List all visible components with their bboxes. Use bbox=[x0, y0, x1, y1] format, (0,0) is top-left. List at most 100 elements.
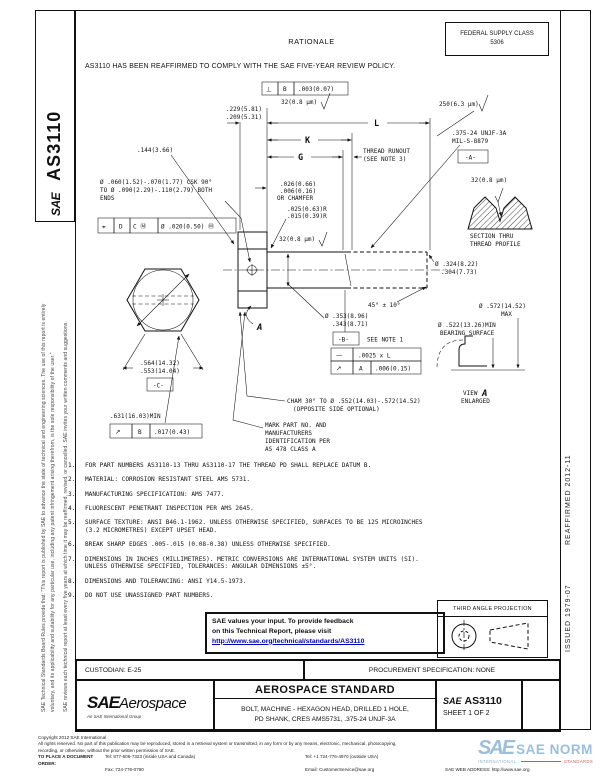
head-thickness-max: .229(5.81) bbox=[226, 106, 262, 113]
fcf-runout-a-tolerance: .006(0.15) bbox=[375, 366, 411, 373]
datum-c-flag: -C- bbox=[153, 383, 164, 390]
end-chamfer-angle: 45° ± 10° bbox=[368, 286, 427, 309]
aerospace-logo-text: Aerospace bbox=[118, 694, 187, 712]
bearing-label: BEARING SURFACE bbox=[440, 330, 495, 337]
marking-note: MARK PART NO. AND MANUFACTURERS IDENTIFI… bbox=[232, 311, 330, 453]
shank-diameter-dim: Ø .353(8.96) .343(8.71) bbox=[286, 253, 368, 328]
federal-supply-class-box: FEDERAL SUPPLY CLASS 5306 bbox=[445, 22, 549, 56]
doc-number-label: AS3110 bbox=[44, 110, 64, 181]
surface-finish-value: 32(0.8 μm) bbox=[281, 99, 317, 106]
order-label: TO PLACE A DOCUMENT ORDER: bbox=[38, 754, 94, 766]
undercut-note: .026(0.66) .006(0.16) OR CHAMFER bbox=[255, 181, 316, 202]
hex-head-end-view bbox=[126, 268, 200, 332]
section-label-1: SECTION THRU bbox=[470, 233, 514, 240]
surface-finish-icon bbox=[478, 94, 489, 112]
chamfer-angle-value: 45° ± 10° bbox=[368, 302, 401, 309]
notes-list: 1. FOR PART NUMBERS AS3110-13 THRU AS311… bbox=[68, 462, 546, 606]
revision-margin-line bbox=[560, 10, 561, 730]
fax-number: Fax: 724-776-0790 bbox=[105, 767, 144, 773]
note-text-line2: UNLESS OTHERWISE SPECIFIED, TOLERANCES: … bbox=[85, 563, 317, 571]
note-number: 6. bbox=[68, 541, 76, 549]
hole-offset-value: .144(3.66) bbox=[137, 147, 173, 154]
watermark-rule bbox=[520, 761, 561, 762]
technical-drawing: L K G .229(5.81) .209(5.31) ⊥ B .003(0.0… bbox=[97, 81, 533, 453]
tel-inside: Tel: 877-606-7323 (inside USA and Canada… bbox=[105, 754, 196, 760]
dim-L-label: L bbox=[374, 119, 379, 129]
rights-line1: All rights reserved. No part of this pub… bbox=[38, 741, 397, 747]
feedback-box: SAE values your input. To provide feedba… bbox=[205, 612, 445, 654]
note-row: 8. DIMENSIONS AND TOLERANCING: ANSI Y14.… bbox=[68, 578, 546, 586]
note-row: 3. MANUFACTURING SPECIFICATION: AMS 7477… bbox=[68, 491, 546, 499]
doc-number-cell: SAE AS3110 SHEET 1 OF 2 bbox=[435, 681, 521, 730]
surface-finish-top: 32(0.8 μm) bbox=[281, 92, 331, 110]
point-dia-min: .304(7.73) bbox=[441, 269, 477, 276]
note-text: DIMENSIONS AND TOLERANCING: ANSI Y14.5-1… bbox=[85, 577, 247, 585]
note-number: 5. bbox=[68, 519, 76, 527]
sae-norm-watermark: SAE SAE NORM INTERNATIONAL. STANDARDS bbox=[478, 737, 593, 764]
fcf-perpendicularity: ⊥ B .003(0.07) bbox=[261, 81, 349, 96]
thread-spec: .375-24 UNJF-3A bbox=[452, 130, 507, 137]
surface-finish-icon bbox=[320, 92, 331, 110]
fillet-radius-note: .025(0.63)R .015(0.39)R bbox=[270, 206, 327, 249]
part-title-line1: BOLT, MACHINE - HEXAGON HEAD, DRILLED 1 … bbox=[241, 706, 409, 714]
title-block: SAE Aerospace An SAE International Group… bbox=[75, 679, 561, 732]
part-title: BOLT, MACHINE - HEXAGON HEAD, DRILLED 1 … bbox=[215, 699, 435, 730]
undercut-label: OR CHAMFER bbox=[277, 195, 314, 202]
note-text: FLUORESCENT PENETRANT INSPECTION PER AMS… bbox=[85, 504, 254, 512]
rationale-title: RATIONALE bbox=[288, 37, 335, 46]
issued-date: ISSUED 1979-07 bbox=[565, 584, 572, 652]
fcf-perp-datum: B bbox=[283, 86, 287, 93]
cham-line2: (OPPOSITE SIDE OPTIONAL) bbox=[293, 406, 380, 413]
note-row: 1. FOR PART NUMBERS AS3110-13 THRU AS311… bbox=[68, 462, 546, 470]
point-dia-max: Ø .324(8.22) bbox=[435, 261, 478, 268]
view-a-arrow: A bbox=[246, 305, 262, 333]
note-text: MATERIAL: CORROSION RESISTANT STEEL AMS … bbox=[85, 476, 251, 484]
surface-finish-value: 32(0.8 μm) bbox=[471, 177, 507, 184]
note-number: 2. bbox=[68, 476, 76, 484]
thread-spec-std: MIL-S-8879 bbox=[452, 138, 489, 145]
head-dia-max: Ø .572(14.52) bbox=[479, 303, 526, 310]
shank-dia-min: .343(8.71) bbox=[332, 321, 368, 328]
sae-logo-text: SAE bbox=[87, 692, 120, 712]
datum-b-flag: -B- bbox=[338, 337, 349, 344]
tel-outside: Tel: +1 724-776-4970 (outside USA) bbox=[305, 754, 379, 760]
note-row: 4. FLUORESCENT PENETRANT INSPECTION PER … bbox=[68, 505, 546, 513]
mark-line4: AS 478 CLASS A bbox=[265, 446, 316, 453]
note-number: 9. bbox=[68, 591, 76, 599]
mark-line3: IDENTIFICATION PER bbox=[265, 438, 330, 445]
note-row: 6. BREAK SHARP EDGES .005-.015 (0.08-0.3… bbox=[68, 541, 546, 549]
rationale-text: AS3110 HAS BEEN REAFFIRMED TO COMPLY WIT… bbox=[85, 63, 396, 70]
title-block-spare-cell bbox=[521, 681, 559, 730]
corners-min: .631(16.03)MIN bbox=[110, 413, 161, 420]
feedback-link[interactable]: http://www.sae.org/technical/standards/A… bbox=[212, 637, 365, 645]
surface-finish-250: 250(6.3 μm) bbox=[436, 94, 489, 137]
surface-finish-value: 250(6.3 μm) bbox=[439, 101, 479, 108]
note-number: 1. bbox=[68, 462, 76, 469]
section-thread-profile: 32(0.8 μm) SECTION THRU THREAD PROFILE bbox=[467, 177, 533, 248]
note-text: SURFACE TEXTURE: ANSI B46.1-1962. UNLESS… bbox=[85, 519, 423, 535]
shank-dia-max: Ø .353(8.96) bbox=[325, 313, 368, 320]
bearing-dia: Ø .522(13.26)MIN bbox=[438, 322, 496, 329]
csk-line2: TO Ø .090(2.29)-.110(2.79) BOTH bbox=[100, 187, 212, 194]
view-a-label: VIEW bbox=[463, 390, 478, 397]
dim-G-label: G bbox=[298, 153, 303, 163]
bolt-side-view bbox=[223, 231, 445, 309]
email-address: Email: CustomerService@sae.org bbox=[305, 767, 375, 773]
fillet-radius-max: .025(0.63)R bbox=[287, 206, 327, 213]
doc-number-box bbox=[35, 10, 75, 222]
thread-runout-line2: (SEE NOTE 3) bbox=[363, 156, 406, 163]
thread-runout-line1: THREAD RUNOUT bbox=[363, 148, 410, 155]
dim-K-label: K bbox=[305, 136, 311, 146]
note-row: 2. MATERIAL: CORROSION RESISTANT STEEL A… bbox=[68, 476, 546, 484]
view-arrow-letter: A bbox=[256, 323, 262, 333]
fcf-runout-b-datum: B bbox=[138, 429, 142, 436]
note-text: BREAK SHARP EDGES .005-.015 (0.08-0.38) … bbox=[85, 541, 331, 549]
flats-min: .553(14.04) bbox=[140, 368, 180, 375]
view-a-letter: A bbox=[481, 389, 487, 399]
datum-b-note: SEE NOTE 1 bbox=[367, 337, 404, 344]
note-text: DIMENSIONS IN INCHES (MILLIMETRES). METR… bbox=[85, 556, 419, 572]
standard-type-title: AEROSPACE STANDARD bbox=[215, 681, 435, 699]
datum-b-group: -B- SEE NOTE 1 — .0025 x L ↗ A .006(0.15… bbox=[330, 290, 422, 375]
fsc-line1: FEDERAL SUPPLY CLASS bbox=[460, 31, 534, 37]
view-a-sub: ENLARGED bbox=[461, 398, 490, 405]
